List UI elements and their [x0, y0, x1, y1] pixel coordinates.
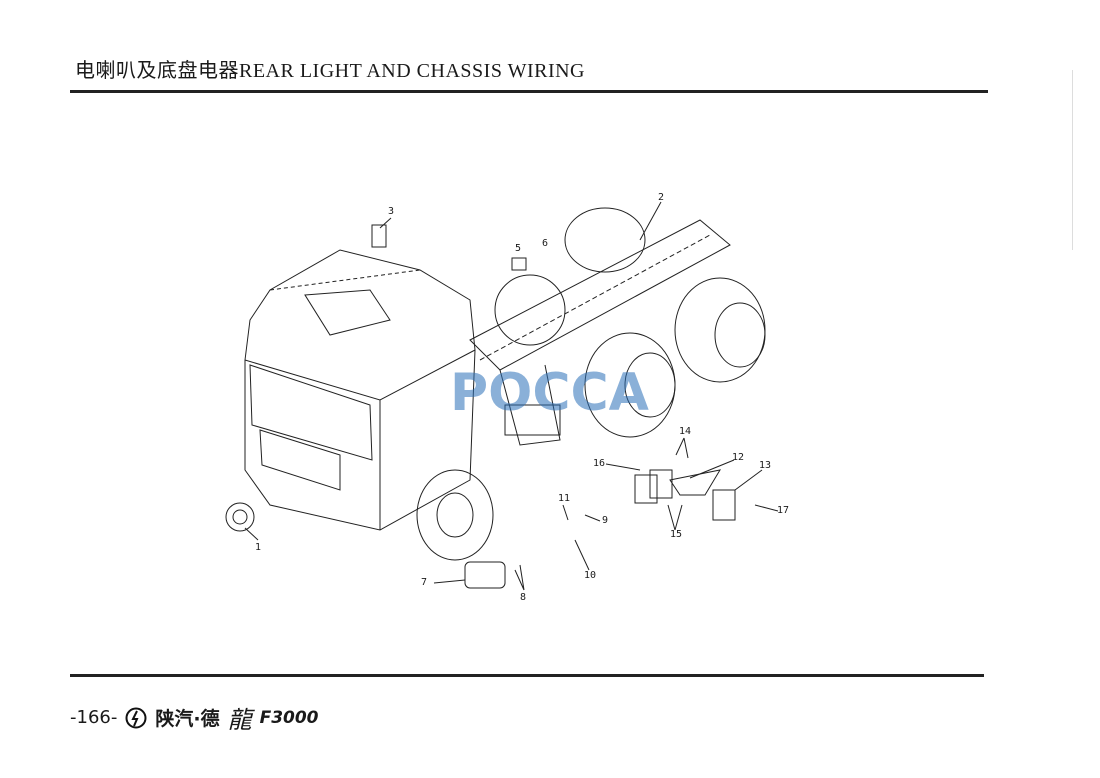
chassis-frame [469, 219, 731, 446]
components [225, 224, 736, 589]
callout-16: 16 [593, 458, 606, 469]
leader-lines [244, 201, 779, 591]
shaanxi-logo-icon [125, 707, 147, 728]
header-rule [70, 90, 988, 93]
callout-8: 8 [520, 592, 527, 603]
wheels [416, 207, 766, 561]
cab [244, 249, 476, 531]
callout-13: 13 [759, 460, 772, 471]
callout-17: 17 [777, 505, 790, 516]
callout-15: 15 [670, 529, 683, 540]
footer-rule [70, 674, 984, 677]
callout-6: 6 [542, 238, 549, 249]
callout-3: 3 [388, 206, 395, 217]
callout-11: 11 [558, 493, 571, 504]
callout-9: 9 [602, 515, 609, 526]
callout-7: 7 [421, 577, 428, 588]
callout-12: 12 [732, 452, 745, 463]
model-name: F3000 [259, 707, 319, 728]
brand-name: 陕汽·德 [155, 708, 220, 730]
callout-2: 2 [658, 192, 665, 203]
watermark-logo: POCCA [450, 363, 649, 423]
brand-logo-character: 龍 [227, 706, 252, 734]
page-number: -166- [70, 707, 118, 728]
page-title: 电喇叭及底盘电器REAR LIGHT AND CHASSIS WIRING [75, 60, 586, 82]
footer: -166- 陕汽·德 龍 F3000 [70, 700, 319, 735]
callout-5: 5 [515, 243, 522, 254]
callout-1: 1 [255, 542, 262, 553]
callout-10: 10 [584, 570, 597, 581]
scan-edge [1072, 70, 1073, 250]
callout-14: 14 [679, 426, 692, 437]
